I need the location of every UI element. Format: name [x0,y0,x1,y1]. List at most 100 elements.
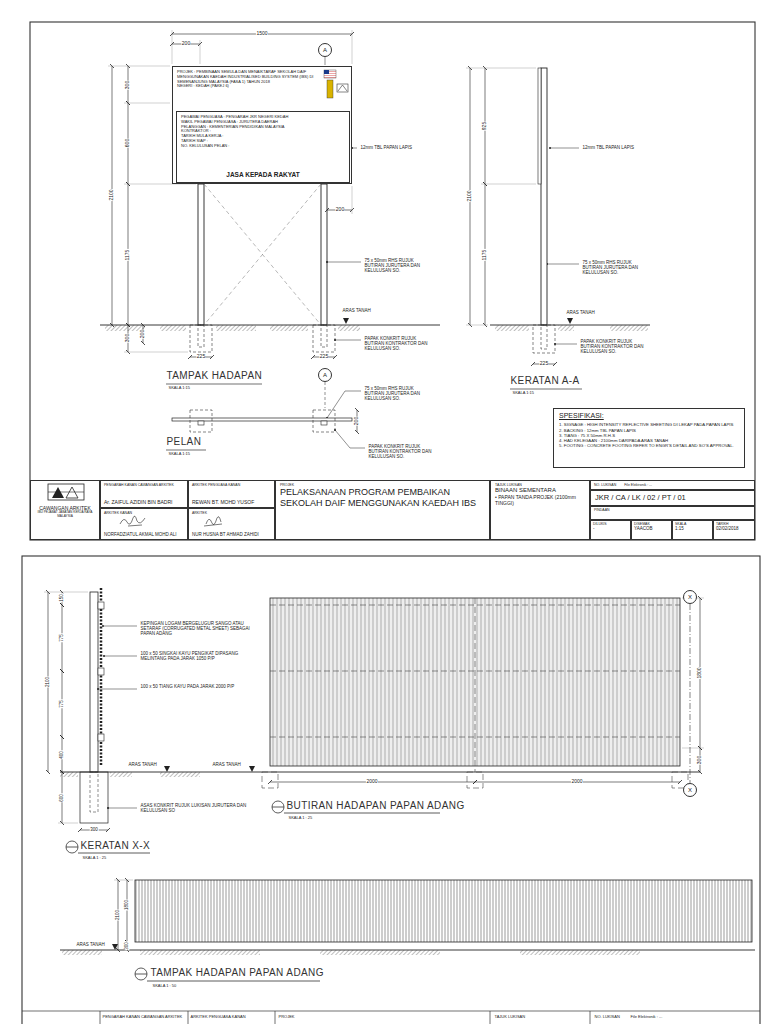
node-text: 4. HAD KELEGAAN : 2100mm DARIPADA ARAS T… [559,438,739,443]
node-text: PROJEK : PEMBINAAN SEMULA DAN MENAIKTARA… [177,70,321,84]
node-text: Ar. ZAIFUL AZIDIN BIN BADRI [104,499,184,505]
node-text: DILUKIS [593,522,628,526]
node-text: 1. SIGNAGE : HIGH INTENSITY REFLECTIVE S… [559,422,739,427]
section-callout: X [683,783,697,797]
view-title: KERATAN X-X [80,840,151,852]
signatory-cell: PENGARAH KANAN CAWANGAN ARKITEKAr. ZAIFU… [100,480,188,508]
node-text: ARKITEK [192,511,271,515]
node-text: SPESIFIKASI: [559,412,739,420]
callout-note: SKALA 1:15 [168,386,191,391]
title-block-label: TAJUK LUKISAN [494,1015,526,1020]
callout-note: SKALA 1 : 25 [82,856,107,861]
view-title: KERATAN A-A [510,375,580,387]
node-text: TARIKH [716,522,752,526]
callout-note: PAPAK KONKRIT RUJUK BUTIRAN KONTRAKTOR D… [368,444,441,460]
title-block-label: NO. LUKISAN [594,1015,620,1020]
dimension-label: 2100 [467,190,473,202]
dimension-label: 200 [181,41,190,47]
dimension-label: 1800 [124,899,129,910]
project-cell: PROJEKPELAKSANAAN PROGRAM PEMBAIKAN SEKO… [275,480,490,540]
view-title: BUTIRAN HADAPAN PAPAN ADANG [286,800,465,812]
node-text: NO. LUKISAN [594,483,616,487]
node-text: X [688,787,692,793]
dimension-label: 1800 [697,667,703,679]
title-block-label: File Elektronik : ... [630,1015,663,1020]
callout-note: 75 x 50mm RHS RUJUK BUTIRAN JURUTERA DAN… [364,258,427,274]
dimension-label: 300 [90,827,99,832]
dimension-label: 600 [59,794,64,803]
node-text: X [688,594,692,600]
signatory-cell: ARKITEK NUR HUSNA BT AHMAD ZAHIDI [188,508,275,540]
title-block-label: PENGARAH KANAN CAWANGAN ARKITEK [102,1015,183,1020]
view-title: TAMPAK HADAPAN PAPAN ADANG [150,967,324,979]
dimension-label: 300 [125,333,131,342]
dimension-label: 1500 [256,31,268,37]
checked-by-cell: DISEMAKYAACOB [631,520,672,540]
dimension-label: 300 [125,80,131,89]
node-text: NO. KELULUSAN PELAN : [181,144,345,149]
node-text: SKALA [675,522,710,526]
node-text: 2. BACKING : 12mm TBL PAPAN LAPIS [559,428,739,433]
node-text: NEGERI : KEDAH (PAKEJ 6) [177,84,321,89]
dimension-label: 400 [59,751,64,760]
specification-box: SPESIFIKASI: 1. SIGNAGE : HIGH INTENSITY … [553,408,745,468]
signatory-cell: ARKITEK KANAN NORFADZIATUL AKMAL MOHD ALI [100,508,188,540]
callout-note: SKALA 1 : 25 [288,816,313,821]
dimension-label: 2100 [45,676,50,687]
section-callout: A [318,43,332,57]
node-text: File Elektronik : ... [624,483,652,487]
dimension-label: 225 [196,354,205,360]
callout-note: ARAS TANAH [76,942,105,947]
drawing-title-cell: TAJUK LUKISANBINAAN SEMENTARA• PAPAN TAN… [490,480,590,540]
node-text: PINDAAN [594,508,751,512]
callout-note: SKALA 1 : 50 [152,984,177,989]
callout-note: 75 x 50mm RHS RUJUK BUTIRAN JURUTERA DAN… [364,386,427,402]
node-text: 1:15 [675,526,710,531]
dimension-label: 200 [335,207,344,213]
signboard-panel: PROJEK : PEMBINAAN SEMULA DAN MENAIKTARA… [172,66,352,184]
dimension-label: 2100 [109,189,115,201]
dimension-label: 200 [354,416,360,425]
callout-note: 100 x 50 TIANG KAYU PADA JARAK 2000 P/P [140,684,241,689]
dimension-label: 2000 [571,779,583,785]
section-callout: X [683,590,697,604]
dimension-label: 225 [319,354,328,360]
callout-note: SKALA 1:15 [512,391,535,396]
callout-note: ARAS TANAH [566,310,595,315]
node-text: TAJUK LUKISAN [495,483,585,487]
dimension-label: 1175 [482,249,488,261]
callout-note: ARAS TANAH [128,762,157,767]
node-text: - [593,526,628,531]
callout-note: 100 x 50 SINGKAI KAYU PENGIKAT DIPASANG … [140,651,259,661]
dimension-label: 300 [697,755,703,764]
dimension-label: 300 [124,942,129,951]
node-text: JASA KEPADA RAKYAT [181,171,345,179]
node-text: 5. FOOTING : CONCRETE FOOTING REFER TO E… [559,443,739,448]
node-text: ARKITEK KANAN [104,511,184,515]
node-text: PROJEK [280,483,485,487]
node-text: A [323,47,327,53]
node-text: IBU PEJABAT JABATAN KERJA RAYA MALAYSIA [33,511,97,519]
title-block-label: ARKITEK PENGUASA KANAN [190,1015,246,1020]
node-text: NORFADZIATUL AKMAL MOHD ALI [104,532,184,537]
callout-note: SKALA 1:15 [168,452,191,457]
node-text: PELAKSANAAN PROGRAM PEMBAIKAN SEKOLAH DA… [280,487,485,509]
title-block-label: PROJEK [278,1015,295,1020]
callout-note: PAPAK KONKRIT RUJUK BUTIRAN KONTRAKTOR D… [364,336,437,352]
signatory-cell: ARKITEK PENGUASA KANAN REWAN BT. MOHD YUS… [188,480,275,508]
callout-note: ARAS TANAH [212,762,241,767]
dimension-label: 225 [539,361,548,367]
node-text: • PAPAN TANDA PROJEK (2100mm TINGGI) [495,494,585,506]
node-text: REWAN BT. MOHD YUSOF [192,499,271,505]
dimension-label: 2000 [366,779,378,785]
node-text: ARKITEK PENGUASA KANAN [192,483,271,487]
node-text: NUR HUSNA BT AHMAD ZAHIDI [192,532,271,537]
callout-note: ARAS TANAH [342,308,371,313]
node-text: JKR / CA / LK / 02 / PT / 01 [595,493,750,502]
callout-note: 12mm TBL PAPAN LAPIS [360,145,413,150]
callout-note: 75 x 50mm RHS RUJUK BUTIRAN JURUTERA DAN… [582,260,645,276]
drawn-by-cell: DILUKIS- [590,520,631,540]
dimension-label: 600 [125,138,131,147]
revision-cell: PINDAAN [590,506,755,520]
node-text: BINAAN SEMENTARA [495,487,585,494]
